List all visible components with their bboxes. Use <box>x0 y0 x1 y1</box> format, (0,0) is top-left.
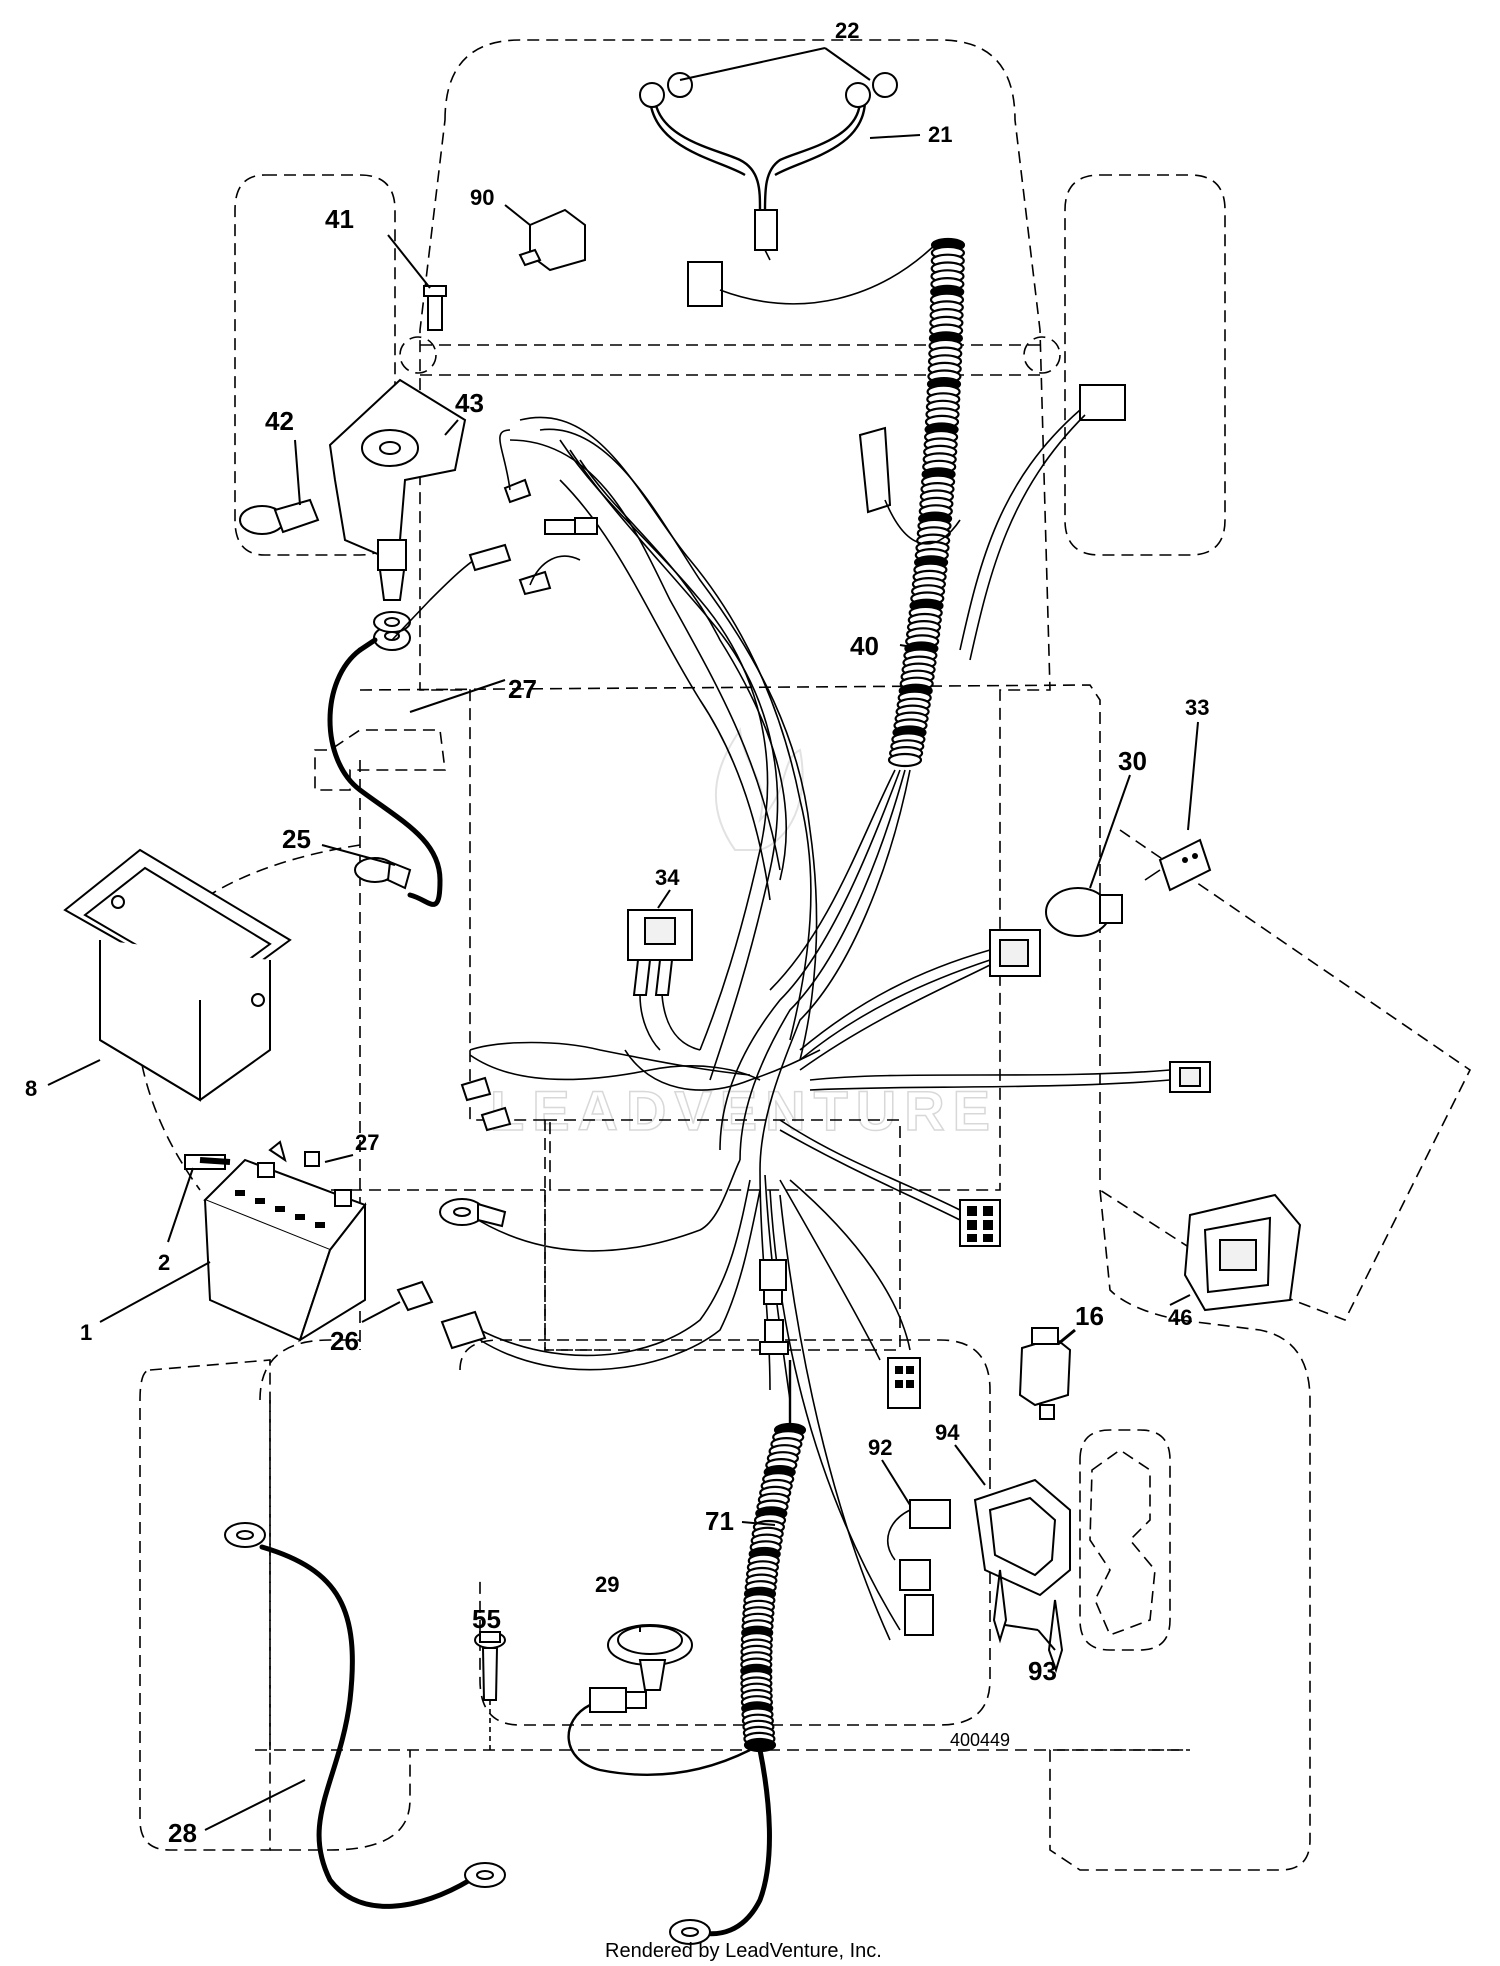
part-34-switch <box>627 909 701 1051</box>
callout-55: 55 <box>472 1604 501 1634</box>
spade-connectors-upper <box>468 429 598 596</box>
callout-28: 28 <box>168 1818 197 1848</box>
part-28-ground-cable <box>224 1522 506 1909</box>
part-30 <box>989 887 1123 977</box>
coil-ring <box>887 752 923 768</box>
drawing-number: 400449 <box>950 1730 1010 1750</box>
watermark: LEADVENTURE <box>489 727 998 1143</box>
callout-40: 40 <box>850 631 879 661</box>
callout-8: 8 <box>25 1076 37 1101</box>
callout-16: 16 <box>1075 1301 1104 1331</box>
callout-33: 33 <box>1185 695 1209 720</box>
callout-93: 93 <box>1028 1656 1057 1686</box>
callout-labels: 22 21 90 41 42 43 40 27 33 30 25 34 8 27… <box>25 18 1209 1848</box>
headlight-assembly <box>639 72 898 261</box>
callout-94: 94 <box>935 1420 960 1445</box>
callout-43: 43 <box>455 388 484 418</box>
battery-lug <box>439 1198 507 1228</box>
part-16-switch <box>1018 1327 1072 1420</box>
leader-lines <box>47 47 1199 1831</box>
callout-27-upper: 27 <box>508 674 537 704</box>
watermark-text: LEADVENTURE <box>490 1079 998 1142</box>
callout-25: 25 <box>282 824 311 854</box>
callout-27-lower: 27 <box>355 1130 379 1155</box>
part-71-ends <box>669 1360 792 1945</box>
main-harness <box>469 416 1171 1641</box>
part-94-switch <box>973 1478 1071 1674</box>
callout-22: 22 <box>835 18 859 43</box>
callout-1: 1 <box>80 1320 92 1345</box>
callout-42: 42 <box>265 406 294 436</box>
callout-90: 90 <box>470 185 494 210</box>
callout-92: 92 <box>868 1435 892 1460</box>
part-55-bolt <box>474 1631 506 1750</box>
callout-21: 21 <box>928 122 952 147</box>
part-46 <box>1183 1193 1302 1312</box>
part-1-battery <box>184 1140 367 1343</box>
long-harness-connector <box>1169 1061 1211 1093</box>
part-25-cable <box>327 549 491 907</box>
part-26-fuse <box>396 1280 487 1350</box>
callout-41: 41 <box>325 204 354 234</box>
callout-26: 26 <box>330 1326 359 1356</box>
loom-connectors <box>687 239 1126 661</box>
loom-40 <box>887 237 966 768</box>
part-33 <box>1144 838 1212 892</box>
part-8-battery-tray <box>63 848 292 1102</box>
part-92 <box>886 1499 951 1636</box>
callout-34: 34 <box>655 865 680 890</box>
ignition-assembly <box>239 285 467 601</box>
callout-71: 71 <box>705 1506 734 1536</box>
part-29 <box>567 1624 751 1777</box>
six-pin-connector <box>959 1199 1001 1247</box>
part-90 <box>518 208 586 272</box>
callout-29: 29 <box>595 1572 619 1597</box>
mid-connectors <box>759 1259 921 1409</box>
credit-line: Rendered by LeadVenture, Inc. <box>605 1940 882 1962</box>
callout-46: 46 <box>1168 1305 1192 1330</box>
coil-71 <box>740 1422 807 1753</box>
spade-connectors-mid <box>460 1076 512 1132</box>
callout-30: 30 <box>1118 746 1147 776</box>
callout-2: 2 <box>158 1250 170 1275</box>
